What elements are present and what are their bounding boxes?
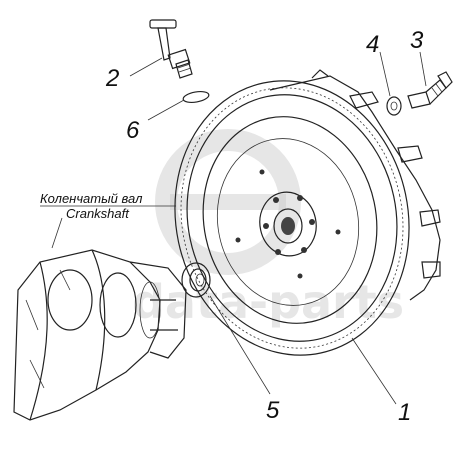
callout-1: 1 bbox=[398, 399, 411, 426]
watermark-text: data-parts bbox=[132, 275, 404, 329]
watermark: data-parts bbox=[132, 129, 404, 329]
leader-2 bbox=[129, 57, 163, 77]
leader-6 bbox=[147, 99, 185, 121]
leader-1 bbox=[351, 337, 397, 405]
leader-4 bbox=[379, 51, 391, 97]
flywheel bbox=[174, 80, 410, 356]
leader-3 bbox=[419, 51, 427, 87]
watermark-logo-bar bbox=[170, 194, 286, 210]
callout-2: 2 bbox=[105, 65, 119, 92]
callout-5: 5 bbox=[266, 397, 280, 424]
watermark-logo-ring bbox=[155, 129, 301, 275]
crankshaft-label-ru: Коленчатый вал bbox=[40, 191, 143, 206]
callout-4: 4 bbox=[366, 31, 379, 58]
callout-3: 3 bbox=[410, 27, 424, 54]
clutch-cover-bracket bbox=[269, 69, 441, 301]
crankshaft bbox=[13, 249, 187, 421]
fitting-plug bbox=[149, 19, 193, 79]
callout-6: 6 bbox=[126, 117, 140, 144]
o-ring bbox=[182, 90, 210, 104]
crankshaft-leader bbox=[51, 217, 63, 249]
bolt bbox=[407, 71, 453, 109]
leader-5 bbox=[209, 295, 271, 395]
washer bbox=[386, 96, 402, 116]
crankshaft-label-en: Crankshaft bbox=[66, 206, 130, 221]
